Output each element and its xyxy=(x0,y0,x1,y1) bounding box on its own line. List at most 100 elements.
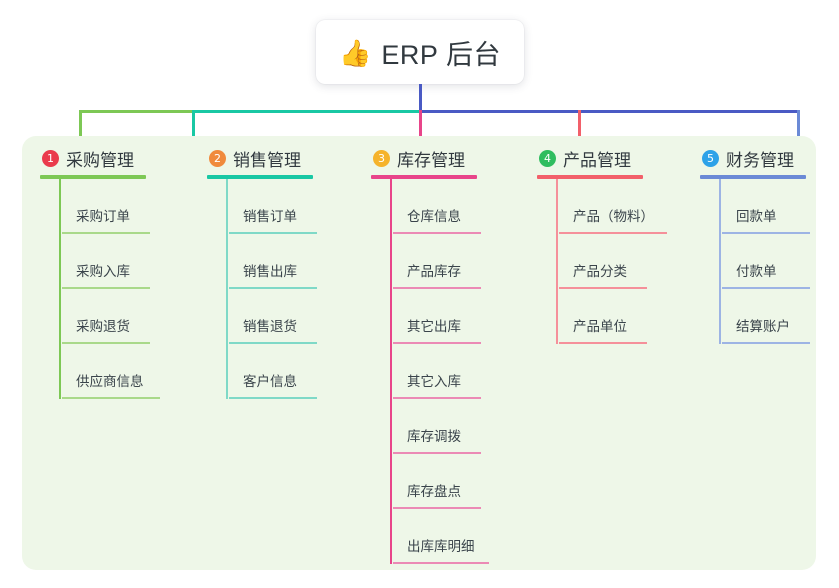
branch-column-5: 5 财务管理 回款单 付款单 结算账户 xyxy=(700,146,810,344)
leaf-underline xyxy=(393,562,489,564)
branch-badge-1: 1 xyxy=(42,149,59,167)
branch-badge-5: 5 xyxy=(702,149,719,167)
branch-underline-3 xyxy=(371,175,477,179)
leaf-label: 产品库存 xyxy=(407,264,461,279)
leaf-label: 销售退货 xyxy=(243,319,297,334)
leaf-underline xyxy=(62,287,150,289)
thumbs-up-icon: 👍 xyxy=(339,38,372,68)
connector-drop-3 xyxy=(419,110,422,142)
branch-title-3: 库存管理 xyxy=(397,150,465,170)
leaf-label: 回款单 xyxy=(736,209,777,224)
leaf-node[interactable]: 出库库明细 xyxy=(393,509,489,564)
branch-items-4: 产品（物料） 产品分类 产品单位 xyxy=(537,179,667,344)
branch-items-2: 销售订单 销售出库 销售退货 客户信息 xyxy=(207,179,317,399)
leaf-underline xyxy=(62,397,160,399)
branch-spine-5 xyxy=(719,179,721,344)
leaf-node[interactable]: 销售出库 xyxy=(229,234,317,289)
leaf-label: 产品（物料） xyxy=(573,209,654,224)
leaf-label: 结算账户 xyxy=(736,319,790,334)
leaf-underline xyxy=(393,232,481,234)
leaf-underline xyxy=(722,232,810,234)
leaf-underline xyxy=(229,397,317,399)
leaf-node[interactable]: 其它出库 xyxy=(393,289,481,344)
branch-header-3[interactable]: 3 库存管理 xyxy=(371,146,477,170)
leaf-node[interactable]: 客户信息 xyxy=(229,344,317,399)
leaf-label: 库存盘点 xyxy=(407,484,461,499)
leaf-node[interactable]: 产品（物料） xyxy=(559,179,667,234)
connector-drop-4 xyxy=(578,110,581,142)
root-node[interactable]: 👍 ERP 后台 xyxy=(316,20,524,84)
leaf-underline xyxy=(393,287,481,289)
leaf-label: 库存调拨 xyxy=(407,429,461,444)
branch-header-4[interactable]: 4 产品管理 xyxy=(537,146,643,170)
branch-underline-4 xyxy=(537,175,643,179)
leaf-node[interactable]: 采购退货 xyxy=(62,289,150,344)
leaf-label: 客户信息 xyxy=(243,374,297,389)
branch-column-1: 1 采购管理 采购订单 采购入库 采购退货 供应商信息 xyxy=(40,146,160,399)
leaf-underline xyxy=(229,342,317,344)
leaf-node[interactable]: 采购订单 xyxy=(62,179,150,234)
leaf-node[interactable]: 供应商信息 xyxy=(62,344,160,399)
leaf-label: 其它入库 xyxy=(407,374,461,389)
leaf-node[interactable]: 产品库存 xyxy=(393,234,481,289)
leaf-node[interactable]: 其它入库 xyxy=(393,344,481,399)
branch-badge-4: 4 xyxy=(539,149,556,167)
branch-column-4: 4 产品管理 产品（物料） 产品分类 产品单位 xyxy=(537,146,667,344)
connector-drop-1 xyxy=(79,110,82,142)
leaf-node[interactable]: 库存调拨 xyxy=(393,399,481,454)
leaf-node[interactable]: 仓库信息 xyxy=(393,179,481,234)
branch-column-3: 3 库存管理 仓库信息 产品库存 其它出库 其它入库 库存调拨 xyxy=(371,146,489,564)
leaf-node[interactable]: 采购入库 xyxy=(62,234,150,289)
leaf-label: 出库库明细 xyxy=(407,539,475,554)
branch-header-1[interactable]: 1 采购管理 xyxy=(40,146,146,170)
content-panel xyxy=(22,136,816,570)
branch-title-5: 财务管理 xyxy=(726,150,794,170)
leaf-label: 产品单位 xyxy=(573,319,627,334)
root-title: ERP 后台 xyxy=(381,39,501,70)
branch-underline-2 xyxy=(207,175,313,179)
branch-title-2: 销售管理 xyxy=(233,150,301,170)
branch-header-2[interactable]: 2 销售管理 xyxy=(207,146,313,170)
connector-drop-2 xyxy=(192,110,195,142)
branch-spine-3 xyxy=(390,179,392,564)
branch-badge-2: 2 xyxy=(209,149,226,167)
leaf-node[interactable]: 产品单位 xyxy=(559,289,647,344)
branch-spine-4 xyxy=(556,179,558,344)
leaf-underline xyxy=(393,452,481,454)
branch-spine-2 xyxy=(226,179,228,399)
connector-drop-5 xyxy=(797,110,800,142)
branch-header-5[interactable]: 5 财务管理 xyxy=(700,146,806,170)
branch-underline-1 xyxy=(40,175,146,179)
leaf-underline xyxy=(722,287,810,289)
leaf-node[interactable]: 回款单 xyxy=(722,179,810,234)
leaf-label: 仓库信息 xyxy=(407,209,461,224)
leaf-underline xyxy=(62,342,150,344)
leaf-underline xyxy=(62,232,150,234)
leaf-underline xyxy=(393,342,481,344)
branch-title-4: 产品管理 xyxy=(563,150,631,170)
leaf-node[interactable]: 结算账户 xyxy=(722,289,810,344)
leaf-node[interactable]: 销售退货 xyxy=(229,289,317,344)
leaf-label: 付款单 xyxy=(736,264,777,279)
leaf-node[interactable]: 销售订单 xyxy=(229,179,317,234)
leaf-label: 采购入库 xyxy=(76,264,130,279)
branch-underline-5 xyxy=(700,175,806,179)
leaf-label: 销售订单 xyxy=(243,209,297,224)
leaf-underline xyxy=(229,232,317,234)
branch-badge-3: 3 xyxy=(373,149,390,167)
leaf-label: 产品分类 xyxy=(573,264,627,279)
connector-root-stem xyxy=(419,84,422,111)
connector-bus-blue xyxy=(419,110,800,113)
leaf-label: 供应商信息 xyxy=(76,374,144,389)
leaf-underline xyxy=(559,232,667,234)
leaf-underline xyxy=(393,507,481,509)
leaf-underline xyxy=(559,287,647,289)
leaf-node[interactable]: 产品分类 xyxy=(559,234,647,289)
leaf-node[interactable]: 付款单 xyxy=(722,234,810,289)
leaf-underline xyxy=(722,342,810,344)
leaf-node[interactable]: 库存盘点 xyxy=(393,454,481,509)
branch-title-1: 采购管理 xyxy=(66,150,134,170)
branch-items-5: 回款单 付款单 结算账户 xyxy=(700,179,810,344)
branch-items-3: 仓库信息 产品库存 其它出库 其它入库 库存调拨 库存盘点 xyxy=(371,179,489,564)
